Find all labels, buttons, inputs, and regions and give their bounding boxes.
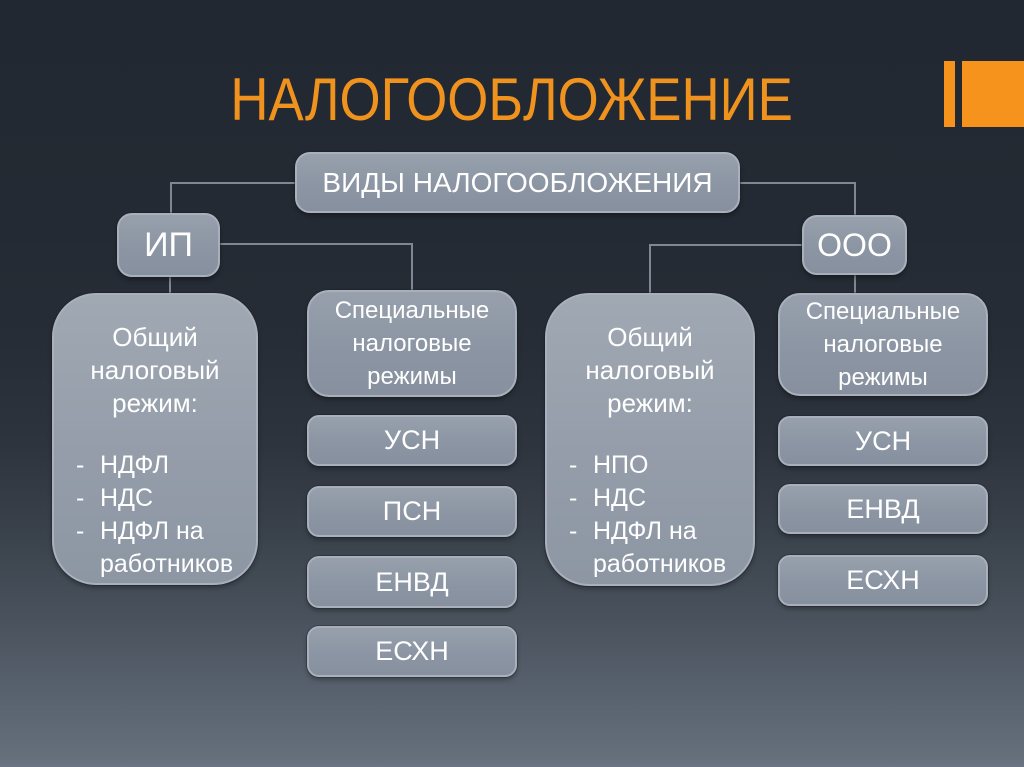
connector-ooo-to-special [854,274,856,294]
connector-root-to-ip-vertical [170,182,172,214]
dash-marker: - [569,484,578,512]
connector-ooo-to-general-horizontal [649,244,803,246]
connector-ip-to-special-vertical [411,243,413,291]
general-regime-list: - НДФЛ - НДС - НДФЛ на работников [68,449,242,581]
list-item-label: НДС [100,484,154,512]
list-item: - НДС [567,482,739,515]
dash-marker: - [569,451,578,479]
connector-root-to-ooo-horizontal [739,182,856,184]
node-ooo-special-eshn: ЕСХН [778,555,988,606]
general-regime-heading: Общий налоговый режим: [90,322,220,418]
list-item: - НДФЛ на работников [74,515,242,581]
accent-bar-thin [944,61,955,127]
general-regime-list: - НПО - НДС - НДФЛ на работников [561,449,739,581]
node-types-of-taxation: ВИДЫ НАЛОГООБЛОЖЕНИЯ [295,152,740,213]
list-item: - НДФЛ на работников [567,515,739,581]
node-ip-general-regime: Общий налоговый режим: - НДФЛ - НДС - НД… [52,293,258,585]
node-ooo-special-usn: УСН [778,416,988,466]
list-item-label: НПО [593,451,649,479]
dash-marker: - [76,451,85,479]
general-regime-heading: Общий налоговый режим: [585,322,715,418]
dash-marker: - [76,484,85,512]
dash-marker: - [76,517,85,545]
dash-marker: - [569,517,578,545]
list-item: - НДС [74,482,242,515]
node-ooo: ООО [802,215,907,275]
node-ip-special-envd: ЕНВД [307,556,517,608]
connector-root-to-ooo-vertical [854,182,856,216]
list-item-label: НДФЛ на работников [100,517,234,578]
node-ooo-general-regime: Общий налоговый режим: - НПО - НДС - НДФ… [545,293,755,586]
page-title: НАЛОГООБЛОЖЕНИЕ [0,68,1024,132]
connector-ip-to-general [169,276,171,294]
node-ooo-special-regimes-heading: Специальные налоговые режимы [778,293,988,396]
connector-root-to-ip-horizontal [170,182,296,184]
node-ip: ИП [117,213,220,277]
node-ooo-special-envd: ЕНВД [778,484,988,534]
connector-ooo-to-general-vertical [649,244,651,294]
node-ip-special-regimes-heading: Специальные налоговые режимы [307,290,517,397]
connector-ip-to-special-horizontal [220,243,412,245]
node-ip-special-psn: ПСН [307,486,517,537]
node-ip-special-eshn: ЕСХН [307,626,517,677]
node-ip-special-usn: УСН [307,415,517,466]
page-title-text: НАЛОГООБЛОЖЕНИЕ [230,66,794,133]
list-item: - НПО [567,449,739,482]
list-item-label: НДФЛ на работников [593,517,727,578]
list-item: - НДФЛ [74,449,242,482]
list-item-label: НДФЛ [100,451,170,479]
list-item-label: НДС [593,484,647,512]
accent-bar-block [962,61,1024,127]
